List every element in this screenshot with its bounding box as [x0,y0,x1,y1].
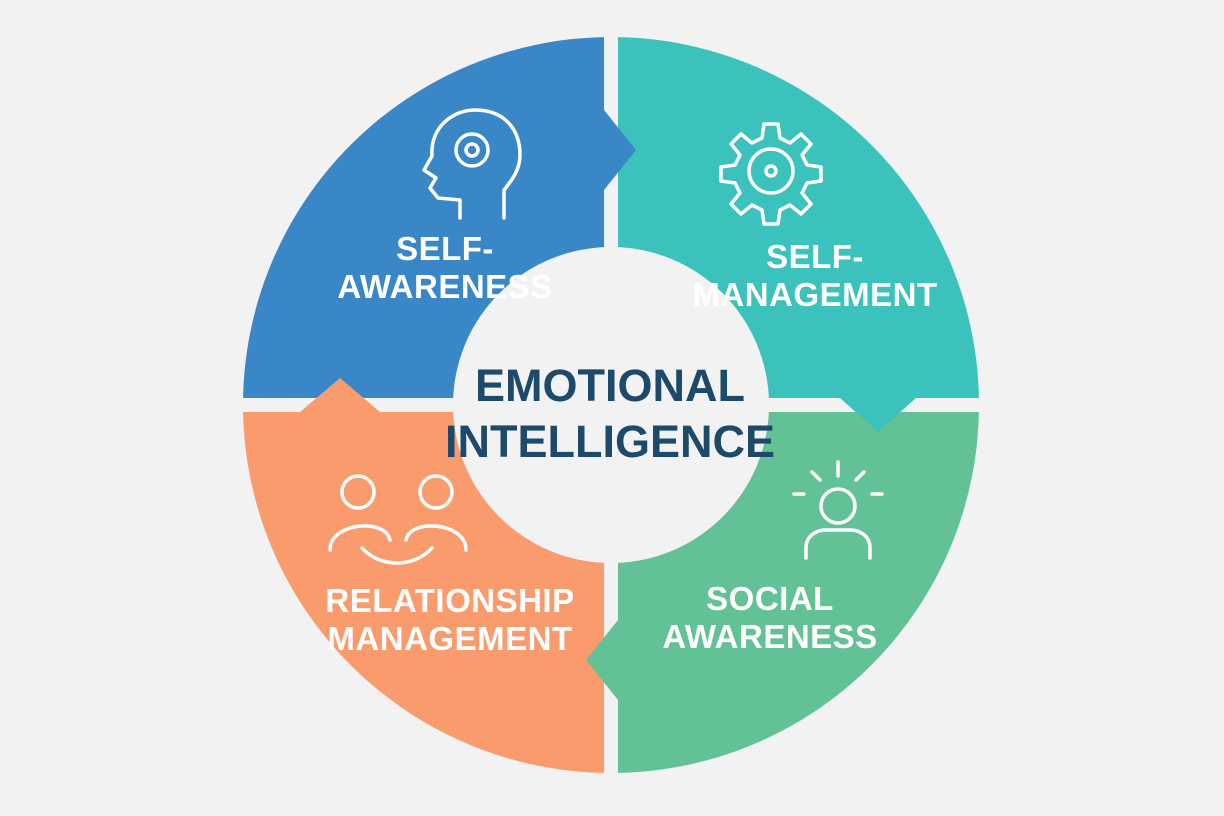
head-target-icon [422,108,522,220]
segment-social-awareness [618,412,979,773]
arrow-social-awareness [586,620,618,700]
arrow-self-management [840,398,916,432]
label-line: SELF- [766,238,864,275]
person-radiating-icon [792,460,884,560]
label-line: SOCIAL [706,580,834,617]
label-line: SELF- [396,230,494,267]
label-line: MANAGEMENT [327,620,573,657]
label-line: RELATIONSHIP [325,582,575,619]
gear-icon [719,122,823,226]
segment-social-awareness-label: SOCIAL AWARENESS [650,580,890,656]
arrow-self-awareness [604,110,636,190]
label-line: AWARENESS [337,268,553,305]
segment-relationship-management-label: RELATIONSHIP MANAGEMENT [310,582,590,658]
label-line: AWARENESS [662,618,878,655]
segment-relationship-management [243,412,604,773]
segment-self-awareness-label: SELF- AWARENESS [330,230,560,306]
two-people-smile-icon [328,474,468,565]
title-line-1: EMOTIONAL [475,360,745,411]
label-line: MANAGEMENT [692,276,938,313]
center-title: EMOTIONAL INTELLIGENCE [440,358,780,470]
arrow-relationship-management [300,378,380,412]
segment-self-management [618,37,979,398]
segment-self-management-label: SELF- MANAGEMENT [680,238,950,314]
title-line-2: INTELLIGENCE [444,416,775,467]
